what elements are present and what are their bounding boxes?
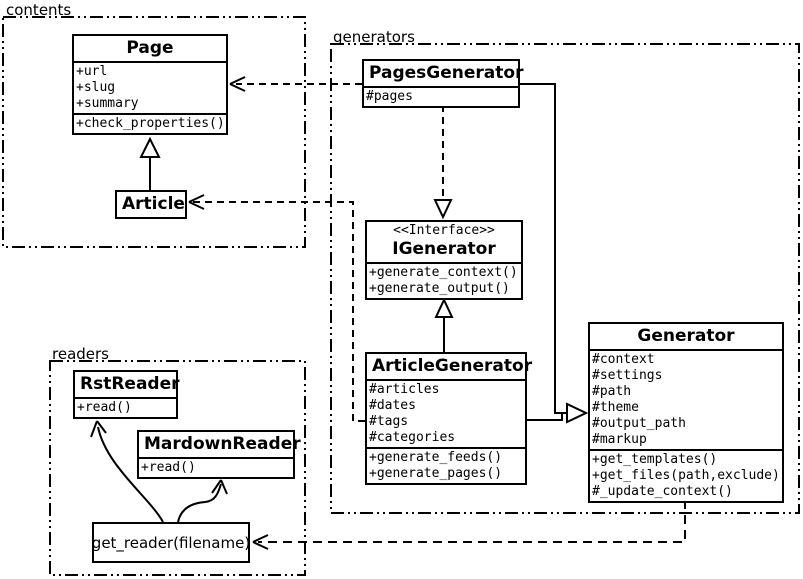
class-box-pagesgenerator: PagesGenerator #pages [362,59,524,108]
articlegenerator-to-article-dependency-arrow [188,194,365,422]
readers-package-border [49,360,306,576]
class-box-rstreader: RstReader +read() [73,370,180,419]
class-methods: +read() [75,397,176,417]
class-attributes: #articles#dates#tags#categories [367,379,525,447]
articlegenerator-to-igenerator-generalization-arrow [434,297,454,352]
pagesgenerator-to-page-dependency-arrow [229,76,362,92]
class-title: <<Interface>> IGenerator [367,222,521,262]
class-attributes: +url+slug+summary [74,61,226,113]
class-title: Article [122,194,185,214]
class-attributes: #context#settings#path#theme#output_path… [590,349,782,449]
contents-package-label: contents [6,1,72,19]
class-box-page: Page +url+slug+summary +check_properties… [72,34,228,135]
generators-package-border [330,43,800,514]
articlegenerator-to-generator-generalization-arrow [527,402,589,424]
class-title: MardownReader [144,434,301,454]
pagesgenerator-to-igenerator-realization-arrow [433,105,453,220]
class-box-generator: Generator #context#settings#path#theme#o… [588,322,784,503]
class-methods: +generate_feeds()+generate_pages() [367,447,525,483]
readers-package-label: readers [52,345,109,363]
class-methods: +read() [139,457,293,477]
interface-stereotype: <<Interface>> [393,223,495,238]
class-methods: +get_templates()+get_files(path,exclude)… [590,449,782,501]
class-title: Generator [637,326,735,346]
getreader-to-mardownreader-arrow [177,479,228,523]
class-box-article: Article [115,190,187,219]
class-box-igenerator: <<Interface>> IGenerator +generate_conte… [365,220,523,300]
class-title: ArticleGenerator [372,356,533,376]
contents-package-border [2,16,306,248]
class-box-mardownreader: MardownReader +read() [137,430,301,479]
class-box-articlegenerator: ArticleGenerator #articles#dates#tags#ca… [365,352,533,485]
generators-package-label: generators [333,28,415,46]
class-title: PagesGenerator [369,63,524,83]
class-methods: +generate_context()+generate_output() [367,262,521,298]
class-title-text: IGenerator [392,239,496,259]
class-title: RstReader [80,374,180,394]
class-title: Page [126,38,174,58]
class-methods: +check_properties() [74,113,226,133]
generator-to-getreader-dependency-arrow [252,500,686,550]
getreader-to-rstreader-arrow [90,420,164,523]
get-reader-node: get_reader(filename) [92,522,250,563]
class-attributes: #pages [364,86,518,106]
